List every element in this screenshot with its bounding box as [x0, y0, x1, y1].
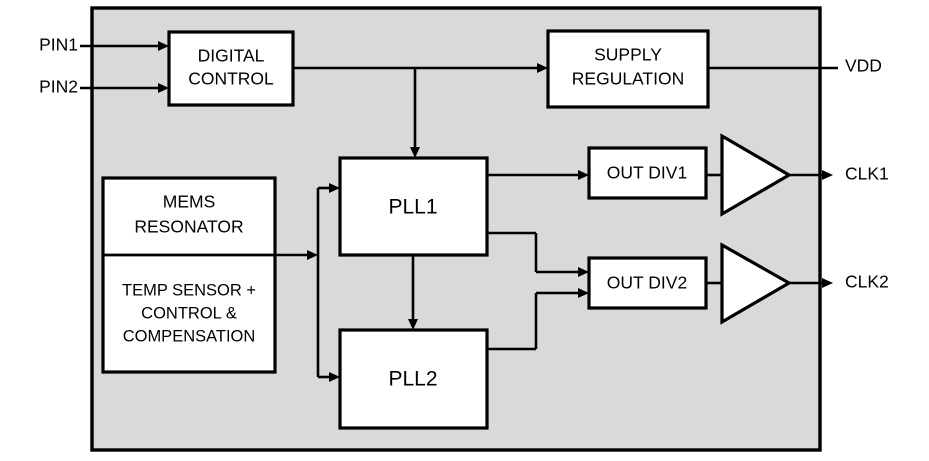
clk2-wire	[789, 278, 833, 288]
output-buffer-1[interactable]	[720, 133, 793, 217]
mems-resonator-label-line2: RESONATOR	[134, 217, 243, 237]
mems-to-pll-bus	[275, 183, 340, 382]
pin-label-vdd: VDD	[845, 56, 882, 76]
temp-sensor-label-line1: TEMP SENSOR +	[122, 281, 256, 299]
pin-label-clk1: CLK1	[845, 164, 889, 184]
block-pll1[interactable]	[338, 156, 489, 257]
digital-control-label-line1: DIGITAL	[198, 46, 265, 66]
pin1-wire	[80, 41, 169, 51]
supply-regulation-label-line1: SUPPLY	[594, 45, 662, 65]
out-div2-label: OUT DIV2	[607, 273, 687, 293]
block-out-div1[interactable]	[587, 146, 708, 200]
pin-label-pin2: PIN2	[39, 77, 78, 97]
pll2-label: PLL2	[388, 368, 437, 391]
supply-regulation-label-line2: REGULATION	[572, 69, 684, 89]
block-mems-stack[interactable]	[101, 176, 277, 374]
pll1-to-pll2-wire	[408, 255, 418, 330]
block-digital-control[interactable]	[167, 30, 295, 107]
pin-label-clk2: CLK2	[845, 272, 889, 292]
temp-sensor-label-line3: COMPENSATION	[123, 327, 256, 345]
out-div1-label: OUT DIV1	[607, 163, 687, 183]
pll1-to-outdiv1-wire	[487, 170, 589, 180]
digital-control-output-bus	[293, 63, 548, 158]
output-buffer-2[interactable]	[720, 242, 793, 325]
clk1-wire	[789, 170, 833, 180]
block-out-div2[interactable]	[587, 256, 708, 310]
pin2-wire	[80, 83, 169, 93]
pll2-to-outdiv2-wire	[487, 288, 589, 351]
temp-sensor-label-line2: CONTROL &	[141, 304, 237, 322]
digital-control-label-line2: CONTROL	[188, 69, 274, 89]
pll1-to-outdiv2-wire	[487, 231, 589, 277]
block-pll2[interactable]	[338, 328, 489, 430]
pin-label-pin1: PIN1	[39, 35, 78, 55]
mems-resonator-label-line1: MEMS	[163, 192, 216, 212]
pll1-label: PLL1	[388, 196, 437, 219]
